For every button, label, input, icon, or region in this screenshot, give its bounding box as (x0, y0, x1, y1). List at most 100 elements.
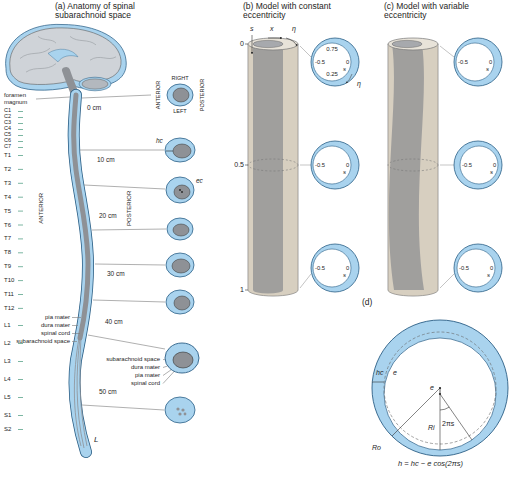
axis-value: 0 (493, 162, 496, 168)
brain (20, 48, 50, 58)
cross-section (166, 177, 194, 203)
leader-line (82, 405, 164, 410)
vertebra-label: C3 (4, 120, 11, 126)
axis-value: -0.5 (315, 265, 325, 271)
cross-section (166, 290, 194, 314)
geometry-sketch (372, 382, 384, 383)
vertebra-tick (18, 252, 23, 253)
brain (82, 79, 108, 89)
leader-line (36, 97, 70, 99)
leader-line (82, 95, 151, 98)
axis-symbol: s (487, 272, 490, 279)
cylinder-model (248, 159, 298, 171)
vertebra-label: L2 (4, 340, 11, 347)
axis-value: 0.5 (234, 161, 244, 169)
cylinder-model (248, 44, 298, 296)
vertebra-tick (18, 325, 23, 326)
distance-label: 20 cm (98, 212, 118, 219)
leader-line (92, 229, 166, 230)
vertebra-label: C5 (4, 132, 11, 138)
panel-title: (c) Model with variable eccentricity (384, 2, 512, 21)
cross-section (181, 408, 184, 411)
axis-value: 0.75 (326, 46, 338, 53)
leader-line (36, 95, 182, 410)
cylinder-model (440, 274, 454, 288)
panel-title: (b) Model with constant eccentricity (243, 2, 365, 21)
length-symbol: L (94, 436, 98, 445)
cylinder-model (245, 35, 311, 296)
cross-section (184, 413, 187, 416)
axis-value: -0.5 (315, 162, 325, 168)
cylinder-model (248, 44, 298, 296)
anatomy-label: dura mater (41, 322, 70, 329)
vertebra-tick (18, 135, 23, 136)
leader-line (72, 317, 81, 318)
dimension-symbol: Ri (428, 424, 435, 432)
vertebra-tick (18, 147, 23, 148)
dimension-symbol: e (393, 369, 397, 377)
vertebra-label: T4 (4, 194, 11, 201)
anatomy-label: spinal cord (41, 330, 70, 337)
geometry-sketch (392, 388, 440, 436)
panel-title: (a) Anatomy of spinal subarachnoid space (55, 2, 167, 21)
leader-line (72, 341, 77, 342)
geometry-sketch (440, 407, 449, 410)
cylinder-model (252, 35, 253, 54)
vertebra-label: T9 (4, 263, 11, 270)
section-ring (311, 38, 359, 86)
orientation-label: LEFT (173, 108, 186, 114)
cylinder-model (392, 40, 422, 47)
vertebra-label: T11 (4, 291, 14, 298)
dimension-symbol: hc (376, 369, 383, 377)
vertebra-label: C7 (4, 144, 11, 150)
section-ring (454, 244, 502, 292)
vertebra-tick (18, 117, 23, 118)
leader-line (93, 300, 165, 302)
leader-line (95, 264, 165, 265)
vertebra-tick (18, 415, 23, 416)
vertebra-label: L1 (4, 322, 11, 329)
axis-value: 0 (346, 162, 349, 168)
section-ring (454, 38, 502, 86)
spinal-canal (74, 95, 88, 452)
dimension-symbol: Ro (372, 444, 381, 452)
vertebra-label: S2 (4, 426, 11, 433)
vertebra-label: C2 (4, 114, 11, 120)
vertebra-tick (18, 197, 23, 198)
axis-value: 0 (346, 59, 349, 65)
geometry-sketch (440, 394, 441, 450)
anatomy-label: pia mater (135, 372, 160, 379)
axis-value: -0.5 (458, 59, 468, 65)
leader-line (84, 185, 165, 189)
vertebra-tick (18, 111, 23, 112)
cylinder-model (388, 38, 438, 50)
leader-line (72, 325, 78, 326)
vertebra-label: T2 (4, 166, 11, 173)
axis-symbol: s (343, 272, 346, 279)
axis-value: -0.5 (462, 162, 472, 168)
brain (6, 24, 127, 97)
vertebra-tick (18, 429, 23, 430)
spinal-canal (74, 95, 88, 452)
leader-line (72, 333, 80, 334)
cylinder-model (253, 40, 283, 47)
vertebra-label: T6 (4, 222, 11, 229)
distance-label: 50 cm (98, 388, 118, 395)
cross-section (181, 191, 183, 193)
geometry-sketch (372, 320, 508, 456)
axis-value: -0.5 (315, 59, 325, 65)
spinal-canal (74, 338, 81, 446)
vertebra-label: L4 (4, 376, 11, 383)
axis-value: 0 (489, 59, 492, 65)
cross-section (176, 407, 179, 410)
vertebra-tick (18, 238, 23, 239)
spinal-canal (74, 95, 88, 338)
dimension-symbol: ec (196, 177, 203, 184)
cylinder-model (388, 44, 438, 296)
section-ring (454, 141, 502, 189)
leader-line (163, 366, 168, 368)
vertebra-label: C1 (4, 108, 11, 114)
axis-value: 0 (240, 40, 244, 48)
brain (38, 36, 56, 43)
cylinder-model (300, 274, 311, 288)
